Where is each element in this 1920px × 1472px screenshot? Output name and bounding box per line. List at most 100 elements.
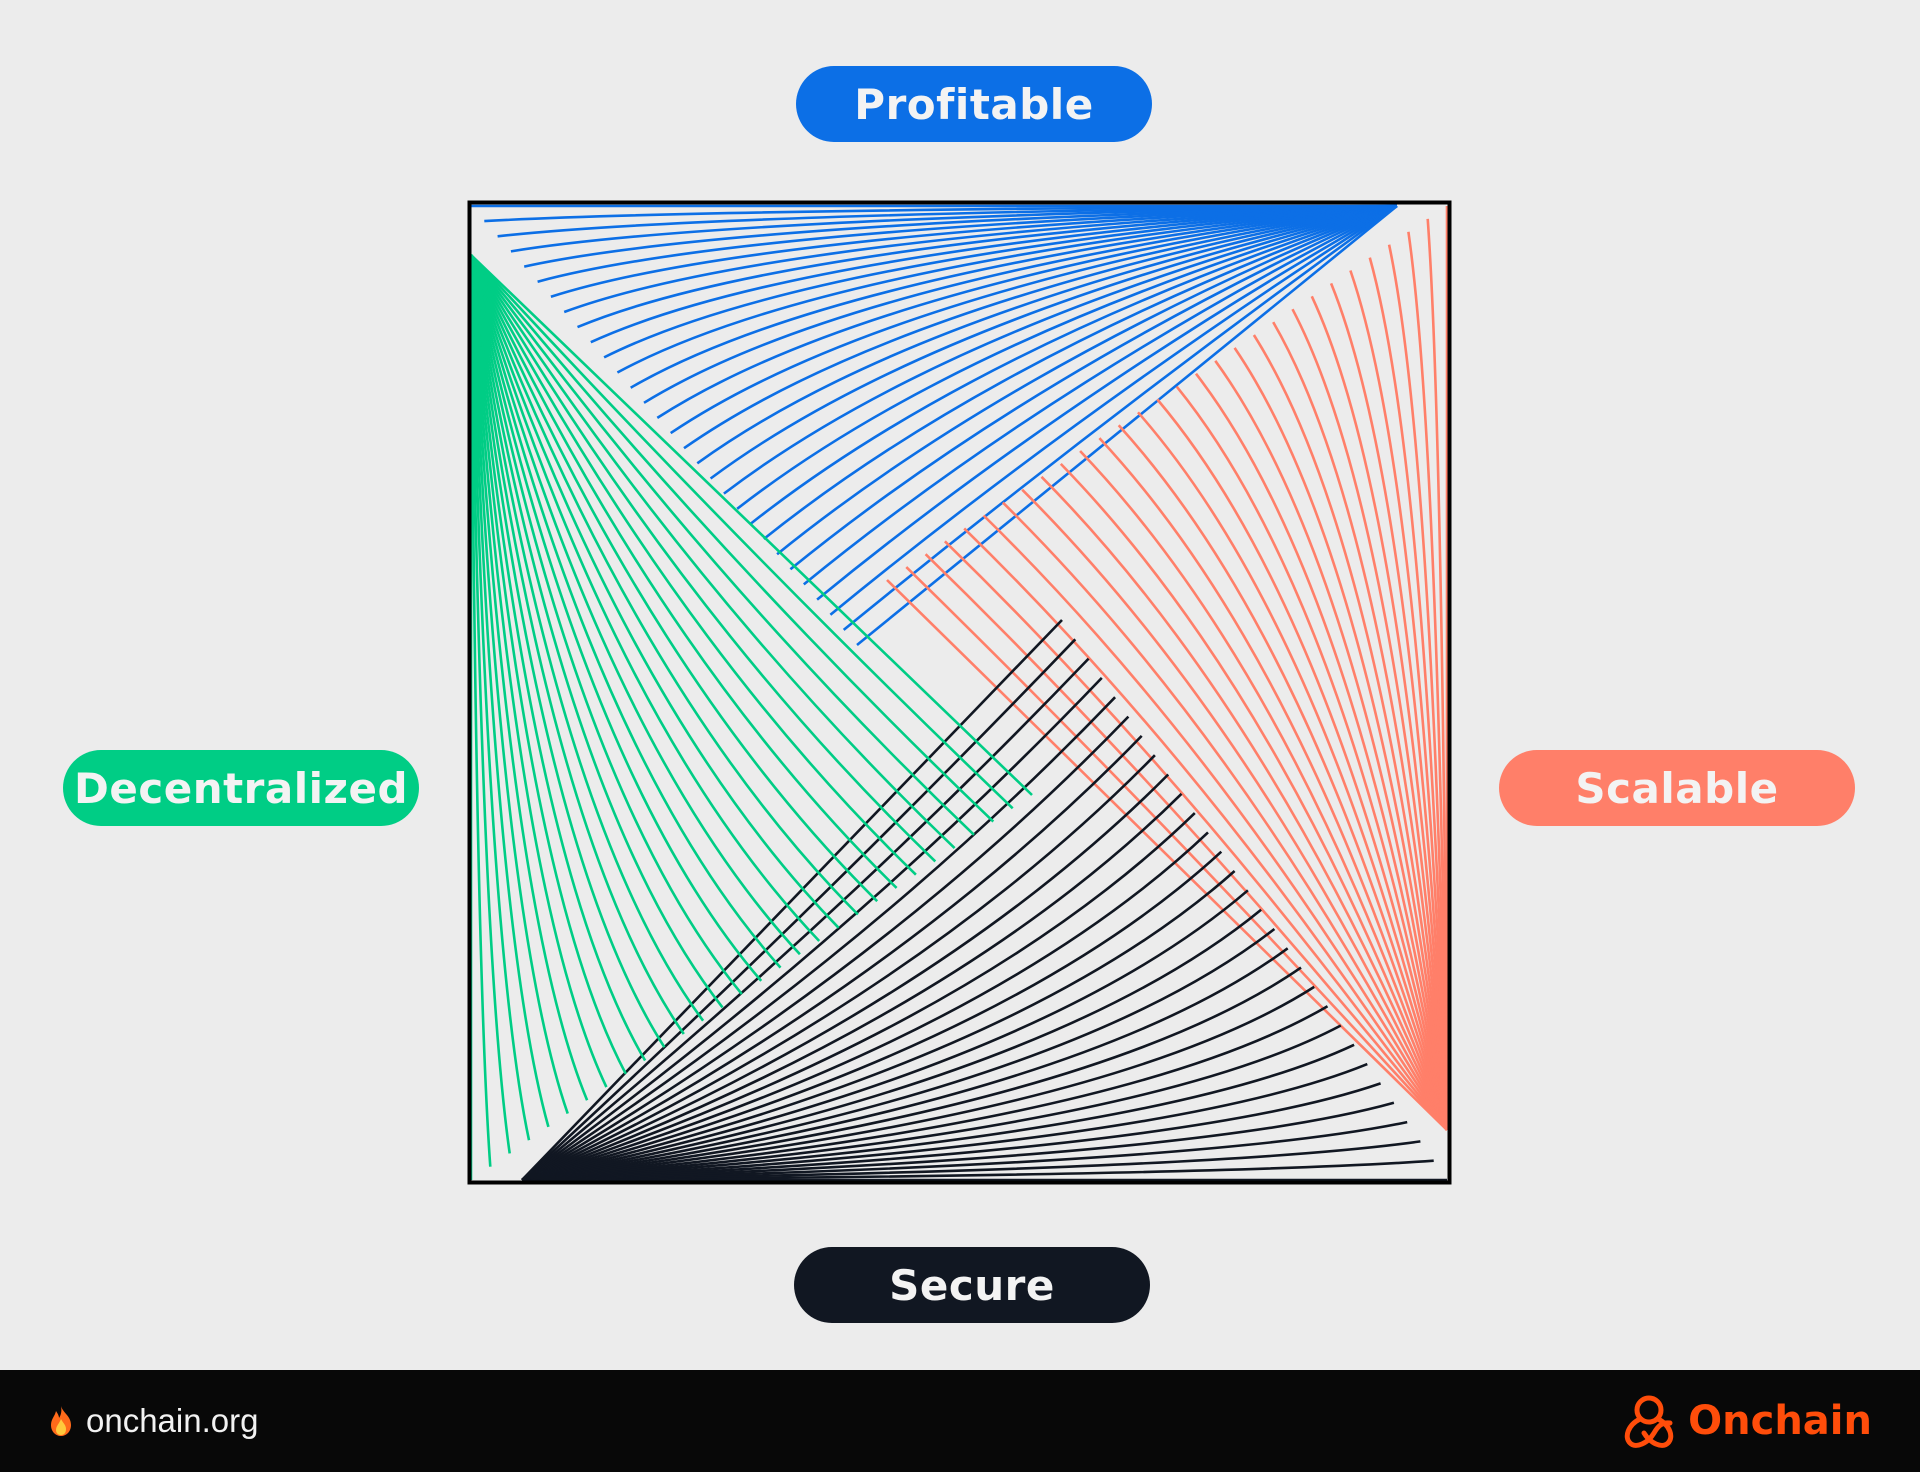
decentralized-arc <box>469 254 647 1062</box>
profitable-arc <box>616 204 1398 374</box>
brand-logo: Onchain <box>1618 1370 1872 1472</box>
profitable-arc <box>789 204 1398 571</box>
secure-arc <box>521 715 1130 1182</box>
secure-arc <box>521 1062 1368 1182</box>
decentralized-arc <box>469 254 705 1022</box>
scalable-arc <box>1117 424 1449 1131</box>
scalable-arc <box>1194 372 1449 1131</box>
scalable-arc <box>963 527 1449 1131</box>
secure-arc <box>521 1082 1382 1182</box>
scalable-arc <box>1407 231 1449 1131</box>
scalable-arc <box>1368 257 1449 1131</box>
scalable-arc <box>1098 437 1449 1131</box>
profitable-arc <box>696 204 1398 465</box>
decentralized-arc <box>469 254 821 942</box>
profitable-arc <box>577 204 1398 329</box>
profitable-arc <box>510 204 1398 253</box>
profitable-arc <box>630 204 1398 389</box>
secure-arc <box>521 696 1117 1182</box>
profitable-arc <box>816 204 1398 601</box>
profitable-arc <box>603 204 1398 359</box>
scalable-arc <box>1021 488 1449 1131</box>
secure-arc <box>521 677 1103 1182</box>
decentralized-arc <box>469 254 937 863</box>
profitable-arc <box>484 204 1398 223</box>
secure-arc <box>521 947 1289 1182</box>
profitable-arc <box>590 204 1398 344</box>
secure-arc <box>521 1024 1342 1182</box>
decentralized-arc <box>469 254 550 1128</box>
scalable-arc <box>1349 270 1449 1131</box>
secure-arc <box>521 812 1196 1182</box>
secure-arc <box>521 773 1170 1182</box>
decentralized-label: Decentralized <box>63 750 419 826</box>
decentralized-arc <box>469 254 995 823</box>
profitable-arc <box>762 204 1398 541</box>
profitable-arc <box>802 204 1398 586</box>
decentralized-arc <box>469 254 608 1088</box>
secure-arc <box>521 734 1143 1182</box>
profitable-arc <box>842 204 1398 631</box>
site-url: onchain.org <box>86 1402 259 1439</box>
profitable-label: Profitable <box>796 66 1152 142</box>
profitable-arc <box>656 204 1398 419</box>
profitable-arc <box>776 204 1398 556</box>
secure-arc <box>521 1043 1355 1182</box>
scalable-arc <box>1059 462 1449 1131</box>
scalable-arc <box>886 579 1448 1131</box>
scalable-arc <box>1156 398 1449 1131</box>
profitable-arc <box>550 204 1398 299</box>
decentralized-arc <box>469 254 975 836</box>
scalable-arc <box>924 553 1449 1131</box>
decentralized-arc <box>470 254 1014 810</box>
decentralized-arc <box>469 254 763 982</box>
decentralized-arc <box>469 254 685 1035</box>
scalable-arc <box>1310 295 1449 1131</box>
decentralized-arc <box>469 254 589 1101</box>
profitable-arc <box>537 204 1398 283</box>
scalable-arc <box>943 540 1449 1131</box>
scalable-arc <box>1079 450 1449 1131</box>
secure-arc <box>521 889 1249 1182</box>
scalable-arc <box>1175 385 1449 1131</box>
scalable-arc <box>1426 218 1449 1131</box>
decentralized-arc <box>469 254 956 850</box>
secure-arc <box>521 1140 1421 1182</box>
secure-arc <box>521 657 1090 1182</box>
secure-arc <box>521 831 1209 1182</box>
profitable-arc <box>749 204 1398 525</box>
secure-arc <box>521 638 1077 1181</box>
secure-arc <box>521 619 1063 1181</box>
brand-name: Onchain <box>1688 1398 1872 1444</box>
decentralized-arc <box>469 254 724 1009</box>
onchain-logo-icon <box>1624 1395 1674 1448</box>
decentralized-arc <box>469 254 879 903</box>
secure-arc <box>521 850 1223 1182</box>
secure-arc <box>521 870 1236 1182</box>
string-art-square <box>467 200 1452 1185</box>
scalable-arc <box>1387 244 1449 1131</box>
profitable-arc <box>683 204 1398 450</box>
scalable-arc <box>1233 347 1449 1131</box>
profitable-arc <box>643 204 1398 404</box>
profitable-arc <box>563 204 1398 314</box>
scalable-arc <box>1137 411 1449 1131</box>
scalable-arc <box>1040 475 1449 1131</box>
profitable-arc <box>829 204 1398 616</box>
profitable-arc <box>709 204 1398 480</box>
decentralized-arc <box>469 254 511 1154</box>
decentralized-arc <box>469 254 569 1115</box>
profitable-arc <box>669 204 1398 435</box>
scalable-arc <box>1252 334 1449 1131</box>
site-link[interactable]: onchain.org <box>48 1370 258 1472</box>
fire-icon <box>51 1406 71 1436</box>
decentralized-arc <box>469 254 801 956</box>
decentralized-arc <box>469 254 492 1167</box>
profitable-arc <box>723 204 1398 495</box>
scalable-arc <box>1001 501 1449 1131</box>
secure-arc <box>521 792 1183 1182</box>
decentralized-arc <box>469 254 782 969</box>
secure-arc <box>521 1120 1408 1182</box>
scalable-arc <box>982 514 1449 1131</box>
secure-arc <box>521 754 1156 1182</box>
